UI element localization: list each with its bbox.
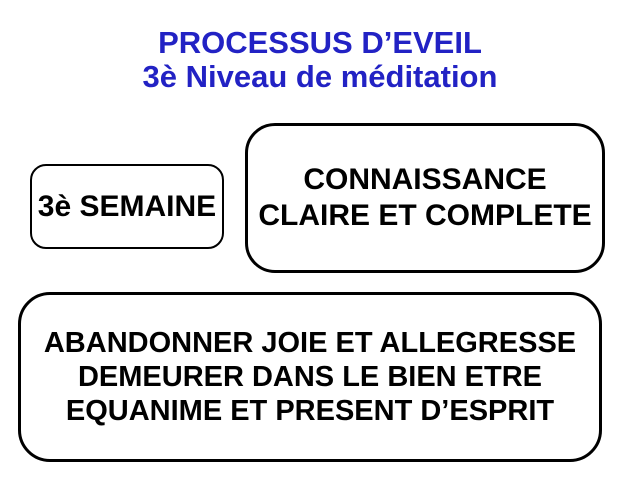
instruction-box-line-2: DEMEURER DANS LE BIEN ETRE [77,361,543,393]
instruction-box-text: ABANDONNER JOIE ET ALLEGRESSE DEMEURER D… [44,326,576,428]
title-line-1: PROCESSUS D’EVEIL [158,25,482,60]
knowledge-box-line-1: CONNAISSANCE [303,163,547,196]
knowledge-box: CONNAISSANCE CLAIRE ET COMPLETE [245,123,605,273]
knowledge-box-line-2: CLAIRE ET COMPLETE [258,199,592,232]
week-box-label: 3è SEMAINE [37,189,217,223]
knowledge-box-text: CONNAISSANCE CLAIRE ET COMPLETE [258,162,591,234]
instruction-box-line-3: EQUANIME ET PRESENT D’ESPRIT [65,395,555,427]
instruction-box-line-1: ABANDONNER JOIE ET ALLEGRESSE [43,327,577,359]
title-line-2: 3è Niveau de méditation [142,59,498,94]
slide-title: PROCESSUS D’EVEIL 3è Niveau de méditatio… [0,26,640,94]
instruction-box: ABANDONNER JOIE ET ALLEGRESSE DEMEURER D… [18,292,602,462]
week-box: 3è SEMAINE [30,164,224,249]
